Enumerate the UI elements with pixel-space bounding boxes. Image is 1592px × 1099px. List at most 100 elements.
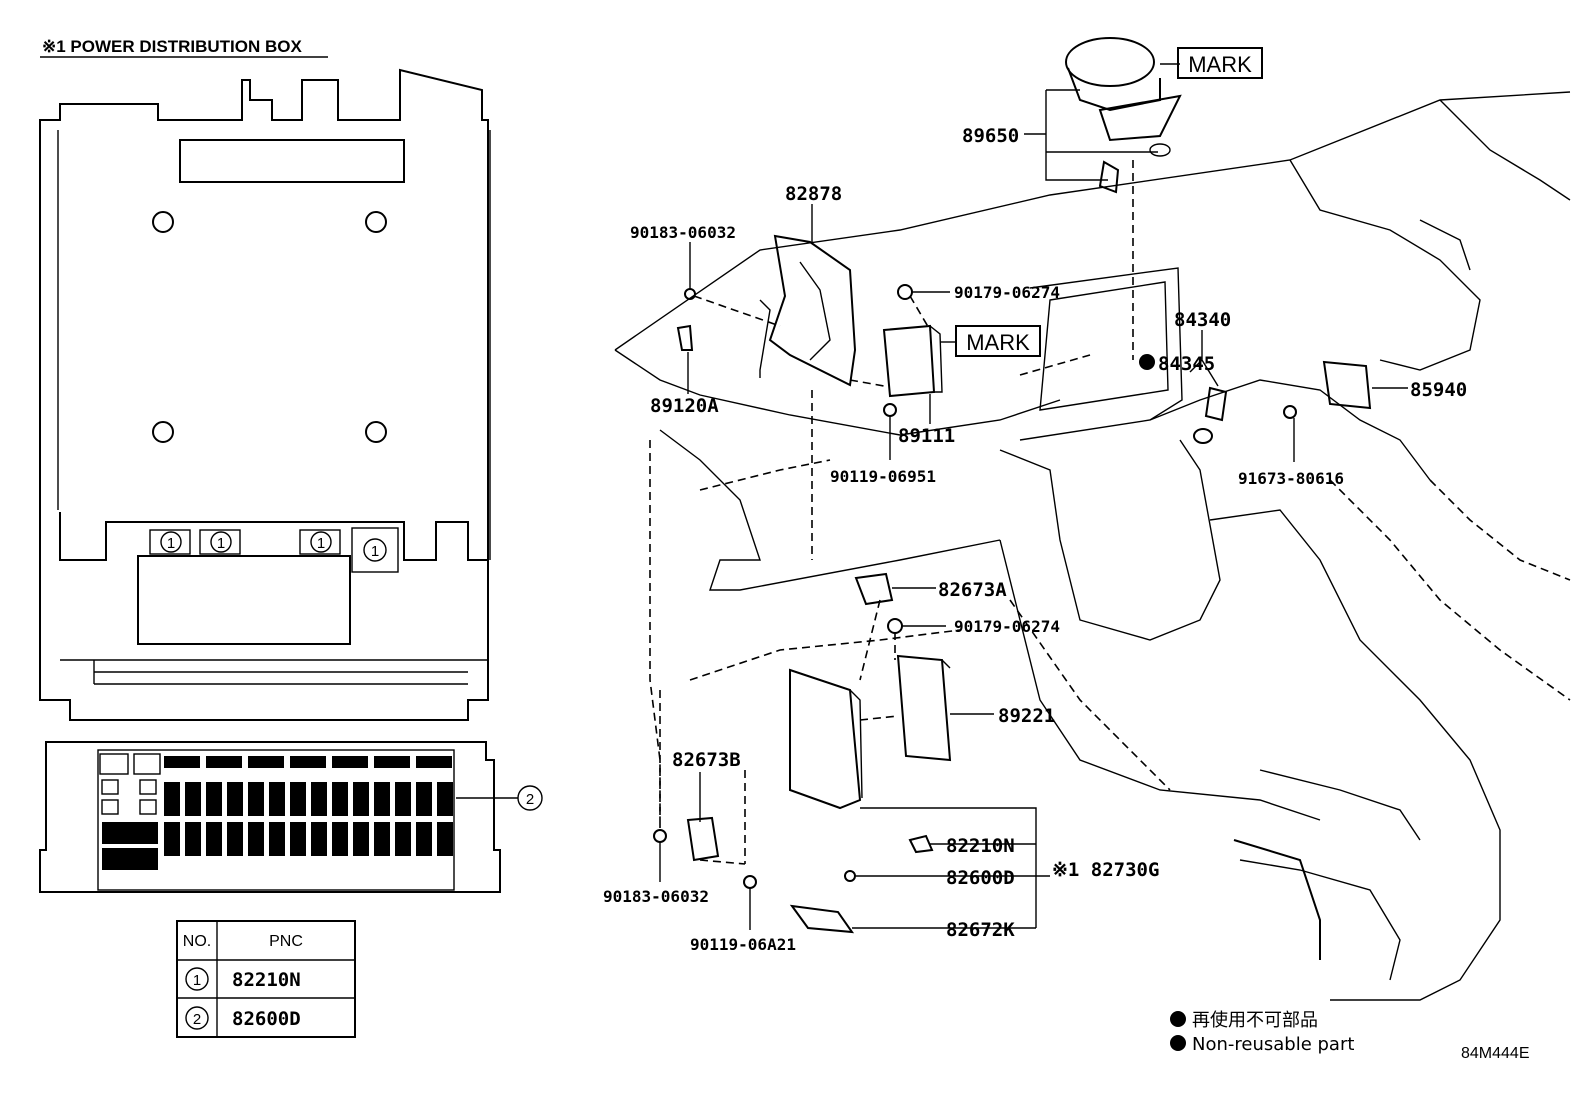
power-distribution-box-fuse-panel: 2	[39, 741, 543, 893]
pnc-table-header-pnc: PNC	[269, 933, 303, 950]
mark-label: MARK	[966, 330, 1030, 355]
relay-slot	[248, 756, 284, 768]
display-screen-outline	[1039, 281, 1169, 411]
nut-90179-mid	[887, 618, 903, 634]
fuse-slot	[290, 782, 306, 816]
relay-slot	[290, 756, 326, 768]
part-label-82730G: ※1 82730G	[1052, 859, 1159, 881]
part-89111-module	[882, 324, 943, 398]
part-82673A-shape	[854, 572, 894, 606]
bolt-90119-06A21	[743, 875, 757, 889]
mount-hole	[152, 211, 174, 233]
screw-91673	[1283, 405, 1297, 419]
fuse-slot	[311, 782, 327, 816]
relay-slot	[206, 756, 242, 768]
part-89221-module	[896, 654, 952, 762]
connector-block	[137, 555, 351, 645]
relay-slot	[416, 756, 452, 768]
part-label-84340: 84340	[1174, 309, 1231, 331]
fuse-slot	[227, 782, 243, 816]
assembly-guide-lines	[659, 160, 1134, 865]
part-label-82673A: 82673A	[938, 579, 1007, 601]
part-85940-switch	[1322, 360, 1372, 410]
fuse-slot	[353, 822, 369, 856]
fuse-slot	[374, 822, 390, 856]
fuse-slot	[395, 822, 411, 856]
fuse-slot	[353, 782, 369, 816]
label-plate	[179, 139, 405, 183]
part-label-90119-06951: 90119-06951	[830, 467, 936, 486]
fuse-slot	[206, 782, 222, 816]
part-label-90183-06032: 90183-06032	[630, 223, 736, 242]
fuse-slot	[164, 782, 180, 816]
relay-slot	[332, 756, 368, 768]
fuse-slot-1: 1	[149, 529, 191, 555]
part-label-82672K: 82672K	[946, 919, 1015, 941]
non-reusable-dot-icon	[1170, 1035, 1186, 1051]
fuse-slot	[311, 822, 327, 856]
part-82878-bracket	[759, 234, 857, 387]
part-labels: 89650 82878 90183-06032 90179-06274 8912…	[603, 125, 1467, 954]
part-label-89111: 89111	[898, 425, 955, 447]
bolt-90119-06951	[883, 403, 897, 417]
legend: 再使用不可部品 Non-reusable part	[1170, 1010, 1354, 1055]
fuse-slot-1: 1	[299, 529, 341, 555]
pnc-table-row-no: 1	[193, 972, 201, 989]
pnc-table-header-no: NO.	[183, 933, 211, 950]
part-label-90179-06274: 90179-06274	[954, 617, 1060, 636]
part-82673B-shape	[686, 816, 720, 862]
part-84340-switch	[1193, 386, 1228, 444]
leader-lines	[659, 63, 1408, 930]
mount-hole	[365, 211, 387, 233]
part-label-85940: 85940	[1410, 379, 1467, 401]
mark-label: MARK	[1188, 52, 1252, 77]
circled-number-1: 1	[217, 535, 225, 552]
fuse-slot-1: 1	[351, 527, 399, 573]
fuse-slot	[374, 782, 390, 816]
section-title: ※1 POWER DISTRIBUTION BOX	[42, 37, 302, 56]
part-label-82210N: 82210N	[946, 835, 1015, 857]
circled-number-1: 1	[167, 535, 175, 552]
fuse-slot	[102, 848, 158, 870]
part-82672K-shape	[789, 904, 855, 934]
fuse-slot	[206, 822, 222, 856]
fuse-slot	[416, 822, 432, 856]
part-label-91673-80616: 91673-80616	[1238, 469, 1344, 488]
fuse-slot	[227, 822, 243, 856]
mark-callout-mid: MARK	[955, 325, 1041, 357]
relay-slot	[374, 756, 410, 768]
part-label-82673B: 82673B	[672, 749, 741, 771]
dashboard-top-edge	[614, 91, 1571, 351]
power-distribution-box-front: 1 1 1 1	[39, 68, 491, 721]
pnc-table-row-pnc: 82600D	[232, 1008, 301, 1030]
part-89120A-shape	[676, 324, 694, 351]
fuse-slot	[248, 782, 264, 816]
fuse-slot	[102, 822, 158, 844]
relay-slot	[164, 756, 200, 768]
fuse-slot	[269, 782, 285, 816]
part-label-89221: 89221	[998, 705, 1055, 727]
circled-number-2: 2	[526, 791, 534, 808]
figure-code: 84M444E	[1461, 1045, 1530, 1062]
part-label-89650: 89650	[962, 125, 1019, 147]
fuse-slot	[332, 822, 348, 856]
mount-hole	[152, 421, 174, 443]
junction-block-shape	[789, 668, 863, 810]
part-label-82878: 82878	[785, 183, 842, 205]
legend-non-reusable-en: Non-reusable part	[1192, 1034, 1354, 1055]
circled-number-1: 1	[317, 535, 325, 552]
legend-non-reusable-jp: 再使用不可部品	[1192, 1010, 1318, 1031]
fuse-slot	[437, 822, 453, 856]
fuse-slot	[164, 822, 180, 856]
part-89650-shape	[1065, 37, 1182, 194]
fuse-slot	[290, 822, 306, 856]
part-label-90179-06274: 90179-06274	[954, 283, 1060, 302]
fuse-slot	[395, 782, 411, 816]
part-82210N-shape	[908, 834, 934, 854]
non-reusable-dot-icon	[1139, 354, 1155, 370]
fuse-slot	[437, 782, 453, 816]
power-distribution-box-section: ※1 POWER DISTRIBUTION BOX 1	[39, 37, 543, 1038]
clip-90183-bottom	[653, 829, 667, 843]
fuse-slot	[185, 782, 201, 816]
